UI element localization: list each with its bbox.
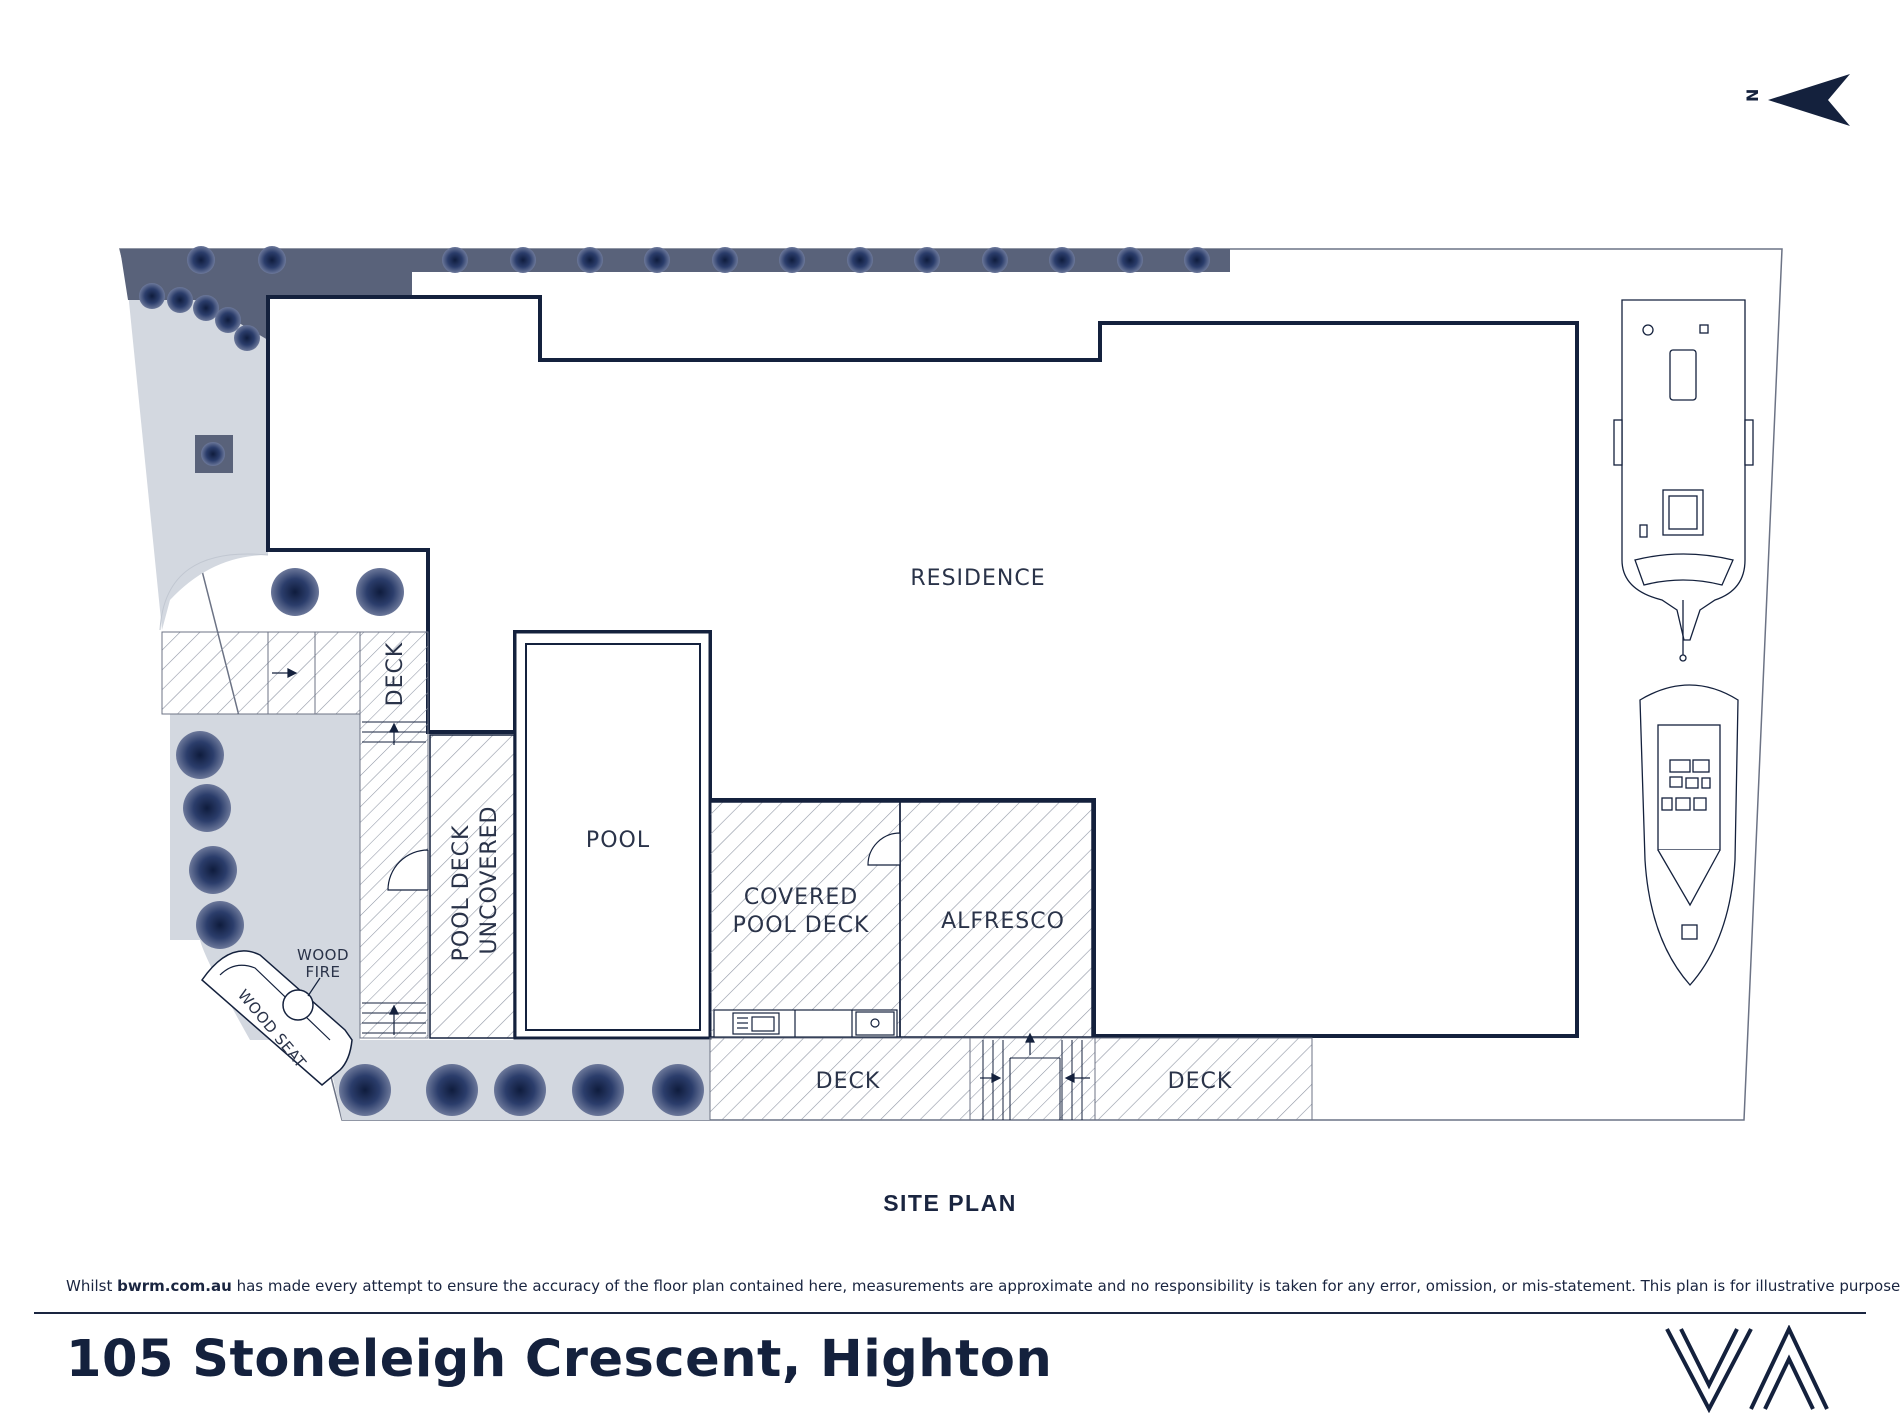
shrub-icon	[234, 325, 260, 351]
divider-rule	[34, 1312, 1866, 1314]
wood-seat	[200, 950, 353, 1086]
shrub-icon	[215, 307, 241, 333]
north-arrow-icon: N	[1743, 74, 1850, 126]
deck-left-strip	[359, 631, 429, 1039]
deck-bottom-right	[1094, 1037, 1313, 1121]
pool-deck-label-2: UNCOVERED	[477, 806, 502, 955]
covered-pool-deck	[709, 801, 901, 1038]
shrub-icon	[779, 247, 805, 273]
property-address: 105 Stoneleigh Crescent, Highton	[66, 1330, 1053, 1389]
pool-deck-uncovered	[429, 734, 515, 1039]
planter-strip-top	[412, 249, 1230, 272]
covered-pool-deck-label-1: COVERED	[744, 885, 858, 910]
deck-steps	[969, 1037, 1096, 1121]
alfresco-label: ALFRESCO	[941, 909, 1065, 934]
shrub-icon	[982, 247, 1008, 273]
shrub-icon	[139, 283, 165, 309]
deck-bottom-left-label: DECK	[816, 1069, 881, 1094]
shrub-icon	[442, 247, 468, 273]
shrub-icon	[271, 568, 319, 616]
shrub-icon	[577, 247, 603, 273]
shrub-icon	[196, 901, 244, 949]
shrub-icon	[914, 247, 940, 273]
pool-deck-label-1: POOL DECK	[449, 825, 474, 962]
shrub-icon	[356, 568, 404, 616]
shrub-icon	[712, 247, 738, 273]
disclaimer-suffix: has made every attempt to ensure the acc…	[231, 1277, 1900, 1295]
shrub-icon	[176, 731, 224, 779]
deck-bottom-left	[709, 1037, 971, 1121]
north-letter: N	[1743, 89, 1762, 102]
pool-label: POOL	[586, 828, 650, 853]
shrub-icon	[258, 246, 286, 274]
door-swing-covered-deck	[867, 832, 901, 866]
shrub-icon	[1049, 247, 1075, 273]
boat-trailer-icon	[1613, 299, 1754, 662]
shrub-icon	[847, 247, 873, 273]
car-icon	[1639, 684, 1739, 986]
pool-water	[525, 643, 701, 1031]
deck-west-landing	[161, 631, 361, 715]
shrub-icon	[187, 246, 215, 274]
shrub-icon	[193, 295, 219, 321]
va-logo-icon	[1665, 1325, 1829, 1413]
shrub-icon	[494, 1064, 546, 1116]
shrub-icon	[339, 1064, 391, 1116]
shrub-icon	[644, 247, 670, 273]
shrub-icon	[572, 1064, 624, 1116]
disclaimer-prefix: Whilst	[66, 1277, 118, 1295]
shrub-icon	[201, 442, 225, 466]
shrub-icon	[167, 287, 193, 313]
disclaimer: Whilst bwrm.com.au has made every attemp…	[66, 1277, 1900, 1295]
disclaimer-site: bwrm.com.au	[117, 1277, 232, 1295]
shrub-icon	[426, 1064, 478, 1116]
direction-arrows	[272, 668, 1090, 1083]
door-swing-pool-deck	[387, 849, 429, 891]
covered-pool-deck-label-2: POOL DECK	[733, 913, 870, 938]
deck-bottom-right-label: DECK	[1168, 1069, 1233, 1094]
shrub-icon	[1117, 247, 1143, 273]
shrub-icon	[510, 247, 536, 273]
alfresco	[899, 801, 1093, 1038]
outdoor-kitchen	[713, 1009, 898, 1038]
planter-strip-top-left	[120, 249, 412, 340]
shrubs	[139, 246, 1210, 1116]
shrub-icon	[183, 784, 231, 832]
shrub-icon	[189, 846, 237, 894]
residence-label: RESIDENCE	[910, 566, 1045, 591]
site-plan-title: SITE PLAN	[883, 1190, 1017, 1216]
shrub-icon	[652, 1064, 704, 1116]
wood-fire-pit	[282, 989, 314, 1021]
deck-vertical-label: DECK	[383, 642, 408, 707]
wood-fire-label-1: WOOD	[297, 946, 349, 964]
wood-fire-label-2: FIRE	[306, 963, 341, 981]
shrub-icon	[1184, 247, 1210, 273]
